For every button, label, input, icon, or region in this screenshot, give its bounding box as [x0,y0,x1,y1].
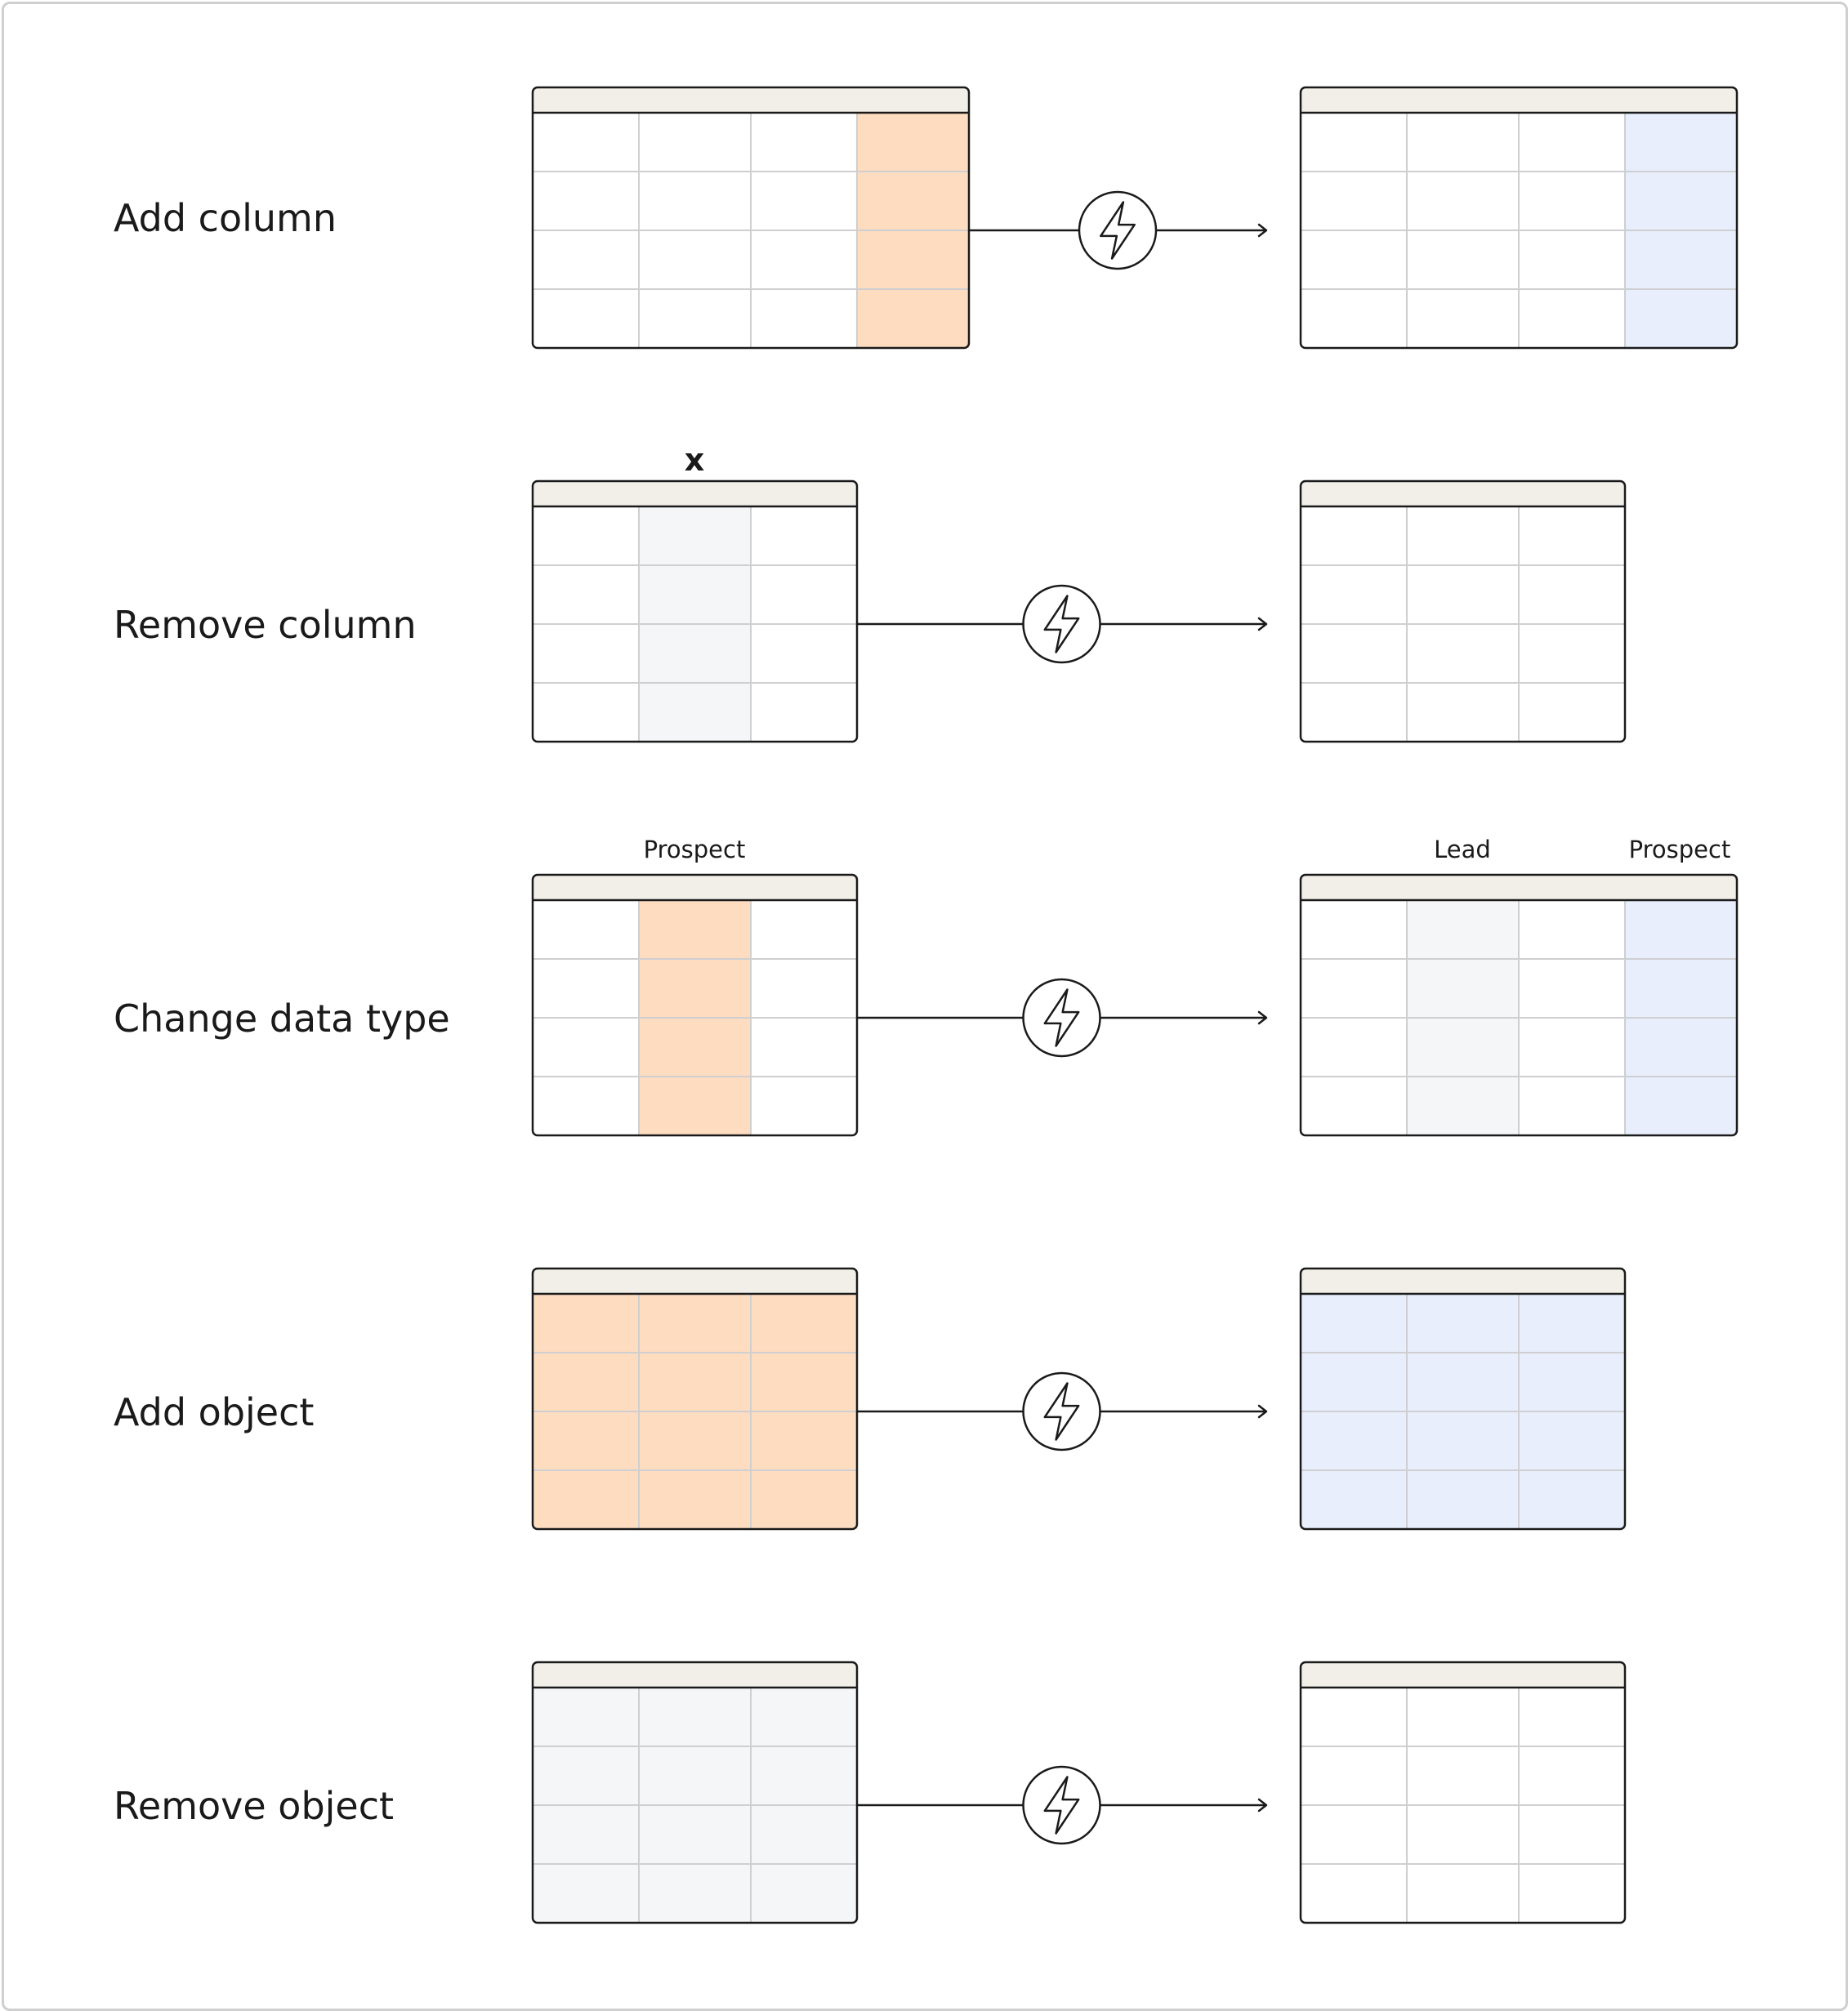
table-after-change-data-type [1299,873,1739,1137]
table-after-remove-object-background [1301,1662,1625,1923]
column-header-lead-after: Lead [1434,836,1491,863]
lightning-bolt-icon [1078,190,1158,270]
table-after-remove-column [1299,479,1627,743]
lightning-bolt-icon [1022,1371,1101,1451]
table-after-add-column [1299,86,1739,350]
table-before-change-data-type-header-bar [533,875,857,900]
table-after-change-data-type-outline [1299,873,1739,1137]
connector-add-object [857,1371,1268,1451]
lightning-bolt-icon [1022,584,1101,664]
table-after-remove-object-header-bar [1301,1662,1625,1688]
table-after-add-object [1299,1267,1627,1531]
table-before-change-data-type [531,873,859,1137]
table-before-add-object-outline [531,1267,859,1531]
column-header-prospect-before: Prospect [643,836,746,863]
table-after-change-data-type-header-bar [1301,875,1737,900]
row-label-change-data-type: Change data type [114,997,450,1041]
table-before-remove-object-outline [531,1661,859,1924]
table-before-remove-column-outline [531,479,859,743]
table-before-add-object-header-bar [533,1269,857,1294]
row-label-add-object: Add object [114,1390,315,1434]
table-before-add-column-outline [531,86,971,350]
table-after-remove-column-header-bar [1301,481,1625,506]
table-after-remove-column-outline [1299,479,1627,743]
table-after-add-column-header-bar [1301,87,1737,113]
connector-change-data-type [857,978,1268,1058]
table-after-remove-object-outline [1299,1661,1627,1924]
table-before-remove-object-header-bar [533,1662,857,1688]
table-after-add-object-outline [1299,1267,1627,1531]
table-before-remove-column [531,479,859,743]
arrow-right-icon [1257,1798,1268,1813]
table-after-remove-object [1299,1661,1627,1924]
connector-remove-object [857,1765,1268,1845]
table-before-remove-object [531,1661,859,1924]
table-before-add-column [531,86,971,350]
table-before-change-data-type-outline [531,873,859,1137]
row-label-remove-column: Remove column [114,603,417,647]
row-label-add-column: Add column [114,196,337,240]
column-header-prospect-after: Prospect [1628,836,1731,863]
connector-remove-column [857,584,1268,664]
removed-column-x-marker: x [684,442,705,478]
arrow-right-icon [1257,1404,1268,1419]
row-label-remove-object: Remove object [114,1784,395,1828]
lightning-bolt-icon [1022,978,1101,1058]
table-before-remove-column-header-bar [533,481,857,506]
table-before-add-column-header-bar [533,87,969,113]
connector-add-column [969,190,1268,270]
lightning-bolt-icon [1022,1765,1101,1845]
arrow-right-icon [1257,1010,1268,1025]
table-after-add-object-header-bar [1301,1269,1625,1294]
table-after-add-column-outline [1299,86,1739,350]
table-after-remove-column-background [1301,481,1625,742]
arrow-right-icon [1257,223,1268,238]
table-before-add-object [531,1267,859,1531]
arrow-right-icon [1257,617,1268,631]
